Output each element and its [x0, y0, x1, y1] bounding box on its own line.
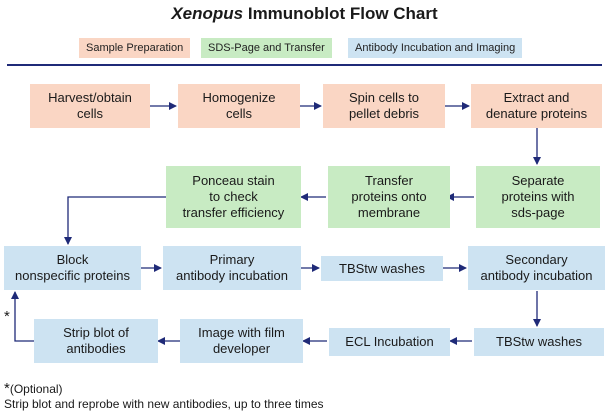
legend-antibody-imaging: Antibody Incubation and Imaging [348, 38, 523, 58]
step-separate: Separate proteins with sds-page [476, 166, 600, 228]
step-ecl: ECL Incubation [329, 328, 450, 356]
arrow-strip-block-optional [11, 291, 34, 342]
chart-title: Xenopus Immunoblot Flow Chart [0, 4, 609, 24]
footnote-description: Strip blot and reprobe with new antibodi… [4, 397, 324, 411]
title-italic: Xenopus [171, 4, 244, 23]
step-spin: Spin cells to pellet debris [323, 84, 445, 128]
optional-marker: * [4, 308, 10, 325]
title-rest: Immunoblot Flow Chart [243, 4, 438, 23]
footnote-star: * [4, 380, 10, 397]
step-transfer: Transfer proteins onto membrane [328, 166, 450, 228]
footnote-optional-text: (Optional) [9, 382, 63, 396]
arrow-ponceau-block [64, 196, 166, 245]
step-secondary: Secondary antibody incubation [468, 246, 605, 290]
footnote-optional: *(Optional) [4, 380, 63, 397]
step-tbstw-2: TBStw washes [474, 328, 604, 356]
step-image: Image with film developer [180, 319, 303, 363]
step-block: Block nonspecific proteins [4, 246, 141, 290]
step-tbstw-1: TBStw washes [321, 256, 443, 281]
header-divider [7, 64, 602, 66]
step-extract: Extract and denature proteins [471, 84, 602, 128]
step-primary: Primary antibody incubation [163, 246, 301, 290]
legend-sds-page-transfer: SDS-Page and Transfer [201, 38, 332, 58]
step-ponceau: Ponceau stain to check transfer efficien… [166, 166, 301, 228]
step-strip: Strip blot of antibodies [34, 319, 158, 363]
legend-sample-preparation: Sample Preparation [79, 38, 191, 58]
step-harvest: Harvest/obtain cells [30, 84, 150, 128]
step-homogenize: Homogenize cells [178, 84, 300, 128]
